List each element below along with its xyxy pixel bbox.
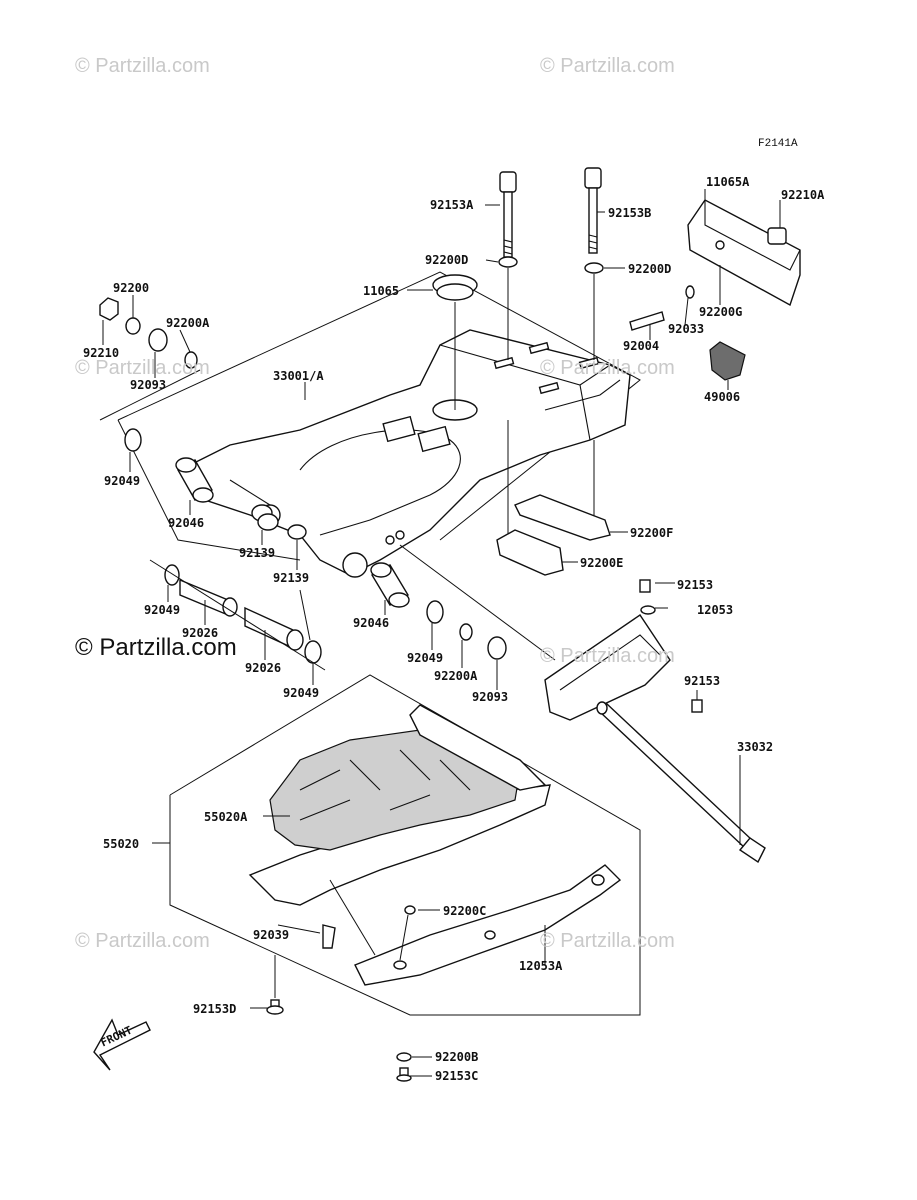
front-arrow-icon bbox=[93, 1018, 151, 1071]
bearing-92046-a bbox=[175, 457, 214, 503]
chain-slider-12053A bbox=[354, 864, 622, 986]
watermark-text: © Partzilla.com bbox=[75, 930, 210, 952]
part-label[interactable]: 92200C bbox=[443, 904, 487, 918]
watermark-text: © Partzilla.com bbox=[540, 930, 675, 952]
plate-92200E bbox=[496, 529, 564, 576]
watermark-text: © Partzilla.com bbox=[75, 634, 237, 661]
seal-92049-c bbox=[426, 600, 444, 624]
pivot-shaft-33032 bbox=[596, 701, 766, 864]
bracket-11065A bbox=[687, 199, 801, 307]
part-label[interactable]: 92200D bbox=[425, 253, 469, 267]
part-label[interactable]: 92200A bbox=[166, 316, 210, 330]
watermark-text: © Partzilla.com bbox=[540, 645, 675, 667]
part-label[interactable]: 92049 bbox=[407, 651, 444, 665]
bearing-92046-b bbox=[370, 562, 410, 608]
cap-11065 bbox=[432, 274, 478, 301]
watermark-text: © Partzilla.com bbox=[540, 55, 675, 77]
chain-guard-55020 bbox=[248, 704, 551, 906]
watermark-text: © Partzilla.com bbox=[75, 357, 210, 379]
bolt-92153C bbox=[396, 1067, 412, 1082]
part-label[interactable]: 92200G bbox=[699, 305, 743, 319]
part-label[interactable]: 92039 bbox=[253, 928, 290, 942]
washer-92200A-top bbox=[184, 351, 198, 369]
pin-92039 bbox=[322, 924, 336, 949]
part-label[interactable]: 55020A bbox=[204, 810, 248, 824]
seal-92049-b bbox=[164, 564, 180, 586]
part-label[interactable]: 92026 bbox=[182, 626, 219, 640]
part-label[interactable]: 92200D bbox=[628, 262, 672, 276]
washer-92200C bbox=[404, 905, 416, 915]
part-label[interactable]: 92200 bbox=[113, 281, 150, 295]
part-label[interactable]: 92139 bbox=[239, 546, 276, 560]
part-label[interactable]: 92049 bbox=[104, 474, 141, 488]
part-label[interactable]: 92210A bbox=[781, 188, 825, 202]
collar-92026-b bbox=[244, 606, 304, 651]
part-label[interactable]: 92046 bbox=[353, 616, 390, 630]
washer-92200B bbox=[396, 1052, 412, 1062]
seal-92049-d bbox=[304, 640, 322, 664]
part-label[interactable]: 92049 bbox=[144, 603, 181, 617]
chain-guard-group-outline bbox=[169, 674, 641, 1016]
plate-92200F bbox=[514, 494, 611, 541]
nut-92210A bbox=[767, 227, 787, 245]
washer-92093-top bbox=[148, 328, 168, 352]
bolt-92153B bbox=[584, 167, 602, 254]
part-label[interactable]: 33032 bbox=[737, 740, 774, 754]
part-label[interactable]: 92200B bbox=[435, 1050, 479, 1064]
washer-92033 bbox=[685, 285, 695, 299]
nut-92210 bbox=[99, 297, 119, 321]
part-label[interactable]: 92200E bbox=[580, 556, 624, 570]
collar-92139-a bbox=[251, 504, 279, 531]
part-label[interactable]: 92049 bbox=[283, 686, 320, 700]
part-label[interactable]: 92046 bbox=[168, 516, 205, 530]
collar-92026-a bbox=[179, 578, 238, 617]
bolt-92153D bbox=[266, 999, 284, 1015]
part-label[interactable]: 11065A bbox=[706, 175, 750, 189]
part-label[interactable]: 33001/A bbox=[273, 369, 324, 383]
part-label[interactable]: 92139 bbox=[273, 571, 310, 585]
part-label[interactable]: 92153B bbox=[608, 206, 652, 220]
swingarm-group-outline bbox=[117, 271, 641, 561]
part-label[interactable]: 92153D bbox=[193, 1002, 237, 1016]
part-label[interactable]: 92153 bbox=[677, 578, 714, 592]
washer-92200D-left bbox=[498, 256, 518, 268]
part-label[interactable]: 92004 bbox=[623, 339, 660, 353]
part-label[interactable]: 12053A bbox=[519, 959, 563, 973]
part-label[interactable]: 92210 bbox=[83, 346, 120, 360]
bolt-92153A bbox=[499, 171, 517, 258]
watermark-text: © Partzilla.com bbox=[75, 55, 210, 77]
washer-92200A-mid bbox=[459, 623, 473, 641]
part-label[interactable]: 92026 bbox=[245, 661, 282, 675]
part-label[interactable]: 55020 bbox=[103, 837, 140, 851]
part-label[interactable]: 92093 bbox=[130, 378, 167, 392]
part-label[interactable]: 11065 bbox=[363, 284, 400, 298]
boot-49006 bbox=[709, 341, 746, 381]
part-label[interactable]: 92153A bbox=[430, 198, 474, 212]
part-label[interactable]: 49006 bbox=[704, 390, 741, 404]
seal-92049-a bbox=[124, 428, 142, 452]
washer-92093-mid bbox=[487, 636, 507, 660]
watermark-text: © Partzilla.com bbox=[540, 357, 675, 379]
diagram-code: F2141A bbox=[758, 138, 798, 150]
leader-lines bbox=[102, 189, 781, 1077]
part-label[interactable]: 92153C bbox=[435, 1069, 479, 1083]
collar-92139-b bbox=[287, 524, 307, 540]
stud-92004 bbox=[629, 311, 665, 331]
part-label[interactable]: 92200F bbox=[630, 526, 674, 540]
part-label[interactable]: 92033 bbox=[668, 322, 705, 336]
part-label[interactable]: 92153 bbox=[684, 674, 721, 688]
part-label[interactable]: 92093 bbox=[472, 690, 509, 704]
part-label[interactable]: 12053 bbox=[697, 603, 734, 617]
washer-92200 bbox=[125, 317, 141, 335]
part-label[interactable]: 92200A bbox=[434, 669, 478, 683]
washer-92200D-right bbox=[584, 262, 604, 274]
